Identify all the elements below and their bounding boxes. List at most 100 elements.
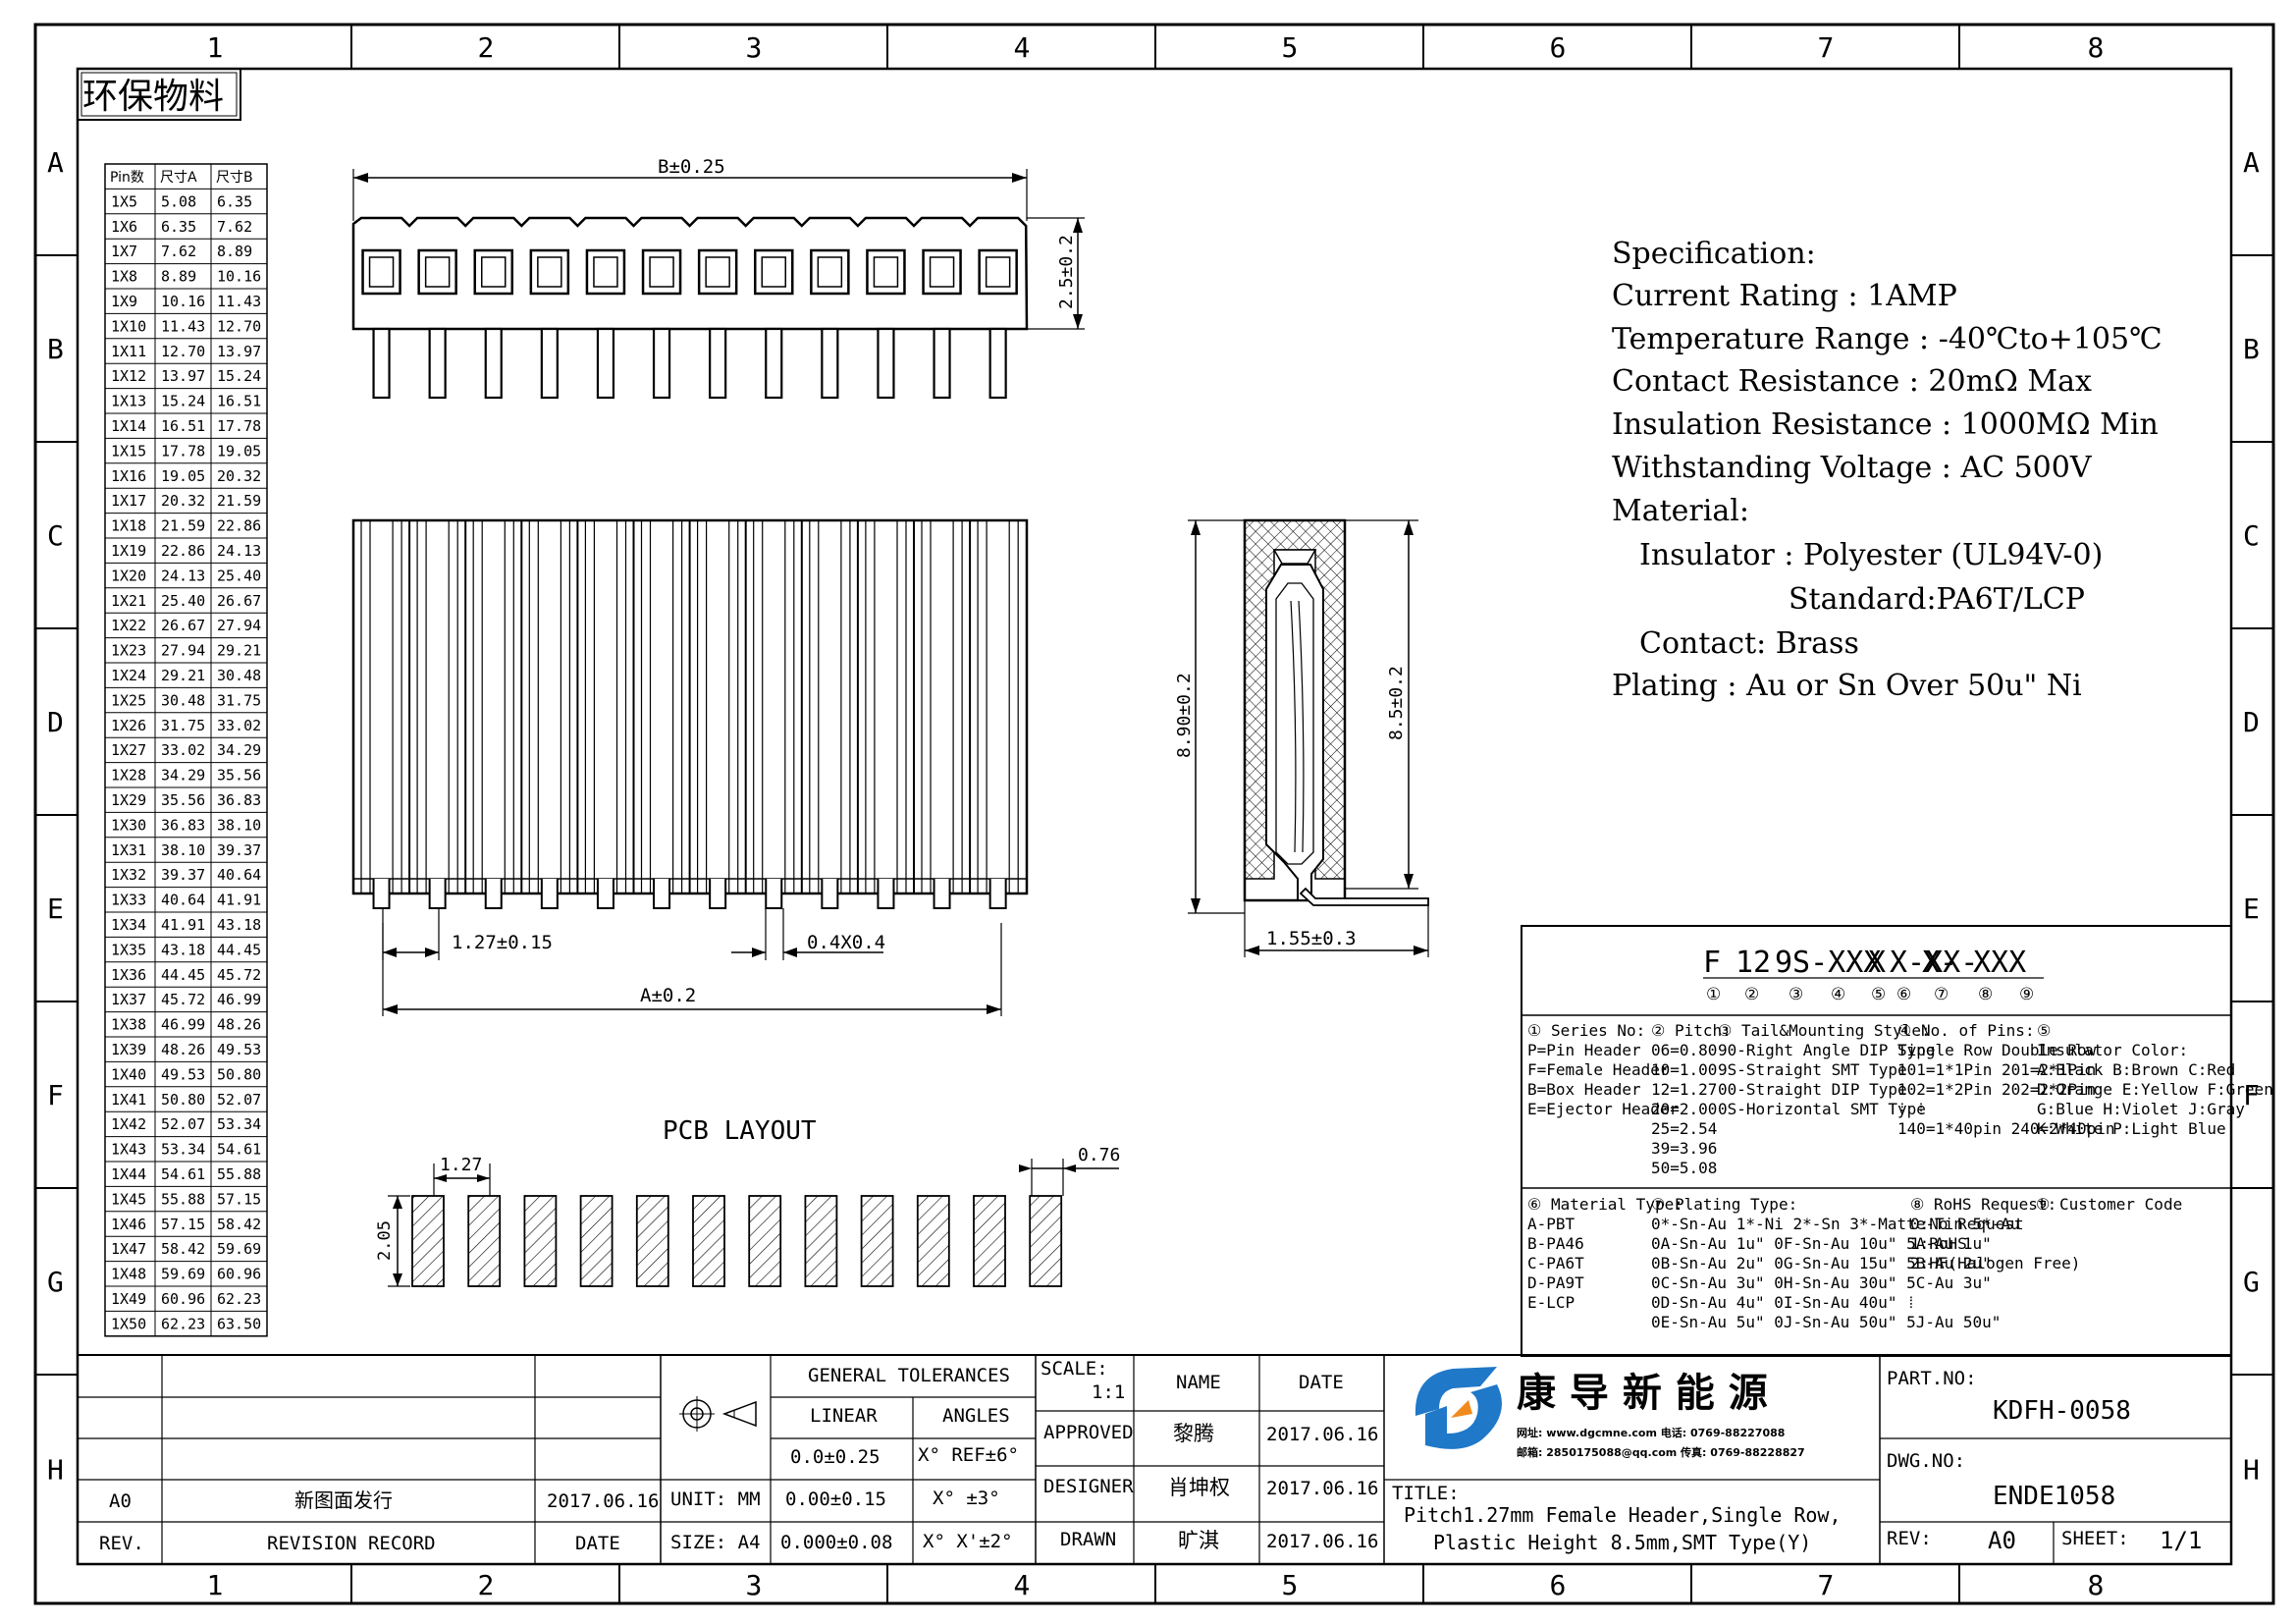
size-table-cell: 1X36 [111,966,146,984]
tail-pin [540,327,559,400]
pn-block-line: B-PA46 [1527,1234,1584,1253]
grid-col-label: 2 [478,31,495,64]
spec-line: Insulator : Polyester (UL94V-0) [1639,538,2103,572]
size-table-cell: 16.51 [217,393,261,410]
spec-line: Contact Resistance : 20mΩ Max [1612,364,2092,399]
contact-opening [754,248,794,296]
pcb-pad [467,1195,502,1287]
pn-block-line: ① Series No: [1527,1021,1645,1040]
size-table-cell: 1X24 [111,667,146,684]
part-no-value: KDFH-0058 [1993,1396,2131,1426]
approved-name: 黎腾 [1173,1422,1214,1445]
size-table-cell: 12.70 [217,317,261,335]
sheet-label: SHEET: [2061,1528,2129,1549]
pn-block-line: 0A-Sn-Au 1u" 0F-Sn-Au 10u" 5A-Au 1u" [1651,1234,1992,1253]
pn-code-segment: X-XX- [1890,946,1978,980]
pcb-dim-w: 0.76 [1078,1145,1120,1165]
smt-lead [988,879,1007,909]
size-table-cell: 29.21 [161,667,205,684]
tail-pin [596,327,615,400]
pn-block-line: B=Box Header [1527,1080,1641,1099]
contact-opening [417,248,457,296]
size-table-cell: 60.96 [217,1266,261,1283]
size-table-cell: 1X34 [111,916,146,934]
grid-col-label: 1 [207,1569,224,1601]
pn-block-line: 10=1.00 [1651,1060,1717,1079]
size-table-cell: 31.75 [161,717,205,734]
outer-frame [33,23,2275,1605]
pn-marker: ⑨ [2019,985,2034,1004]
size-table-cell: 55.88 [217,1165,261,1183]
company-name: 康 导 新 能 源 [1517,1371,1768,1416]
contact-opening [866,248,906,296]
dim-pin: 0.4X0.4 [807,932,885,953]
approved-label: APPROVED [1043,1422,1134,1443]
size-table-cell: 1X38 [111,1016,146,1034]
company-logo-icon [1415,1367,1502,1449]
pn-block-line: 0B-Sn-Au 2u" 0G-Sn-Au 15u" 5B-Au 2u" [1651,1254,1992,1272]
angles-label: ANGLES [942,1405,1010,1427]
pn-block-line: 1:RoHS [1910,1234,1967,1253]
smt-lead [765,879,783,909]
dim-side-h2: 8.5±0.2 [1386,666,1407,740]
grid-row-label: G [2243,1266,2260,1298]
size-table-cell: 43.18 [217,916,261,934]
size-table-cell: 8.89 [217,243,252,260]
pn-block-line: C-PA6T [1527,1254,1584,1272]
grid-col-label: 6 [1550,31,1567,64]
pn-block-line: G:Blue H:Violet J:Gray [2037,1100,2245,1118]
grid-row-label: A [47,146,64,179]
title-line-1: Pitch1.27mm Female Header,Single Row, [1404,1503,1842,1527]
dim-h-top: 2.5±0.2 [1056,235,1077,309]
grid-row-label: E [47,893,64,925]
size-table-cell: 1X39 [111,1041,146,1058]
pn-block-line: ② Pitch: [1651,1021,1732,1040]
spec-line: Temperature Range : -40℃to+105℃ [1612,322,2163,356]
pn-marker: ③ [1789,985,1803,1004]
size-table-cell: 1X8 [111,268,137,286]
size-table-cell: 63.50 [217,1315,261,1332]
size-table-cell: 45.72 [161,991,205,1008]
pn-block-line: 0:No Request [1910,1215,2024,1233]
size-table-cell: 1X12 [111,367,146,385]
size-table-cell: 35.56 [161,791,205,809]
grid-row-label: H [47,1454,64,1487]
designer-date: 2017.06.16 [1266,1478,1378,1499]
contact-opening [922,248,962,296]
size-table-cell: 1X30 [111,816,146,834]
contact-opening [361,248,401,296]
grid-col-label: 1 [207,31,224,64]
pn-code-segment: 12 [1735,946,1771,980]
pcb-pad [804,1195,838,1287]
spec-line: Current Rating : 1AMP [1612,279,1957,313]
pcb-pad [860,1195,894,1287]
pn-block-line: 102=1*2Pin 202=2*2Pin [1897,1080,2096,1099]
size-table-cell: 39.37 [217,841,261,859]
size-table-cell: 1X23 [111,642,146,660]
contact-opening [641,248,682,296]
size-table-cell: 1X21 [111,592,146,610]
size-table-cell: 36.83 [161,816,205,834]
smt-lead [372,879,391,909]
size-table-cell: 55.88 [161,1190,205,1208]
tail-pin [484,327,503,400]
size-table-cell: 46.99 [161,1016,205,1034]
side-view: 8.90±0.2 8.5±0.2 1.55±0.3 [1174,518,1429,957]
smt-lead [596,879,614,909]
unit-label: UNIT: MM [670,1489,761,1510]
size-table-cell: 21.59 [161,517,205,535]
designer-label: DESIGNER [1043,1476,1134,1497]
size-table-cell: 10.16 [161,293,205,310]
contact-opening [473,248,513,296]
env-label: 环保物料 [82,77,224,117]
rev-row-rev: A0 [109,1490,132,1512]
rev-head-record: REVISION RECORD [267,1533,436,1554]
size-table-cell: 26.67 [217,592,261,610]
title-label: TITLE: [1392,1483,1460,1504]
size-table-cell: 27.94 [161,642,205,660]
pn-block-line: 0*-Sn-Au 1*-Ni 2*-Sn 3*-Matte-Tin 5*-Au [1651,1215,2020,1233]
size-table-cell: 44.45 [217,941,261,958]
pn-marker: ⑧ [1978,985,1993,1004]
spec-line: Insulation Resistance : 1000MΩ Min [1612,407,2159,442]
